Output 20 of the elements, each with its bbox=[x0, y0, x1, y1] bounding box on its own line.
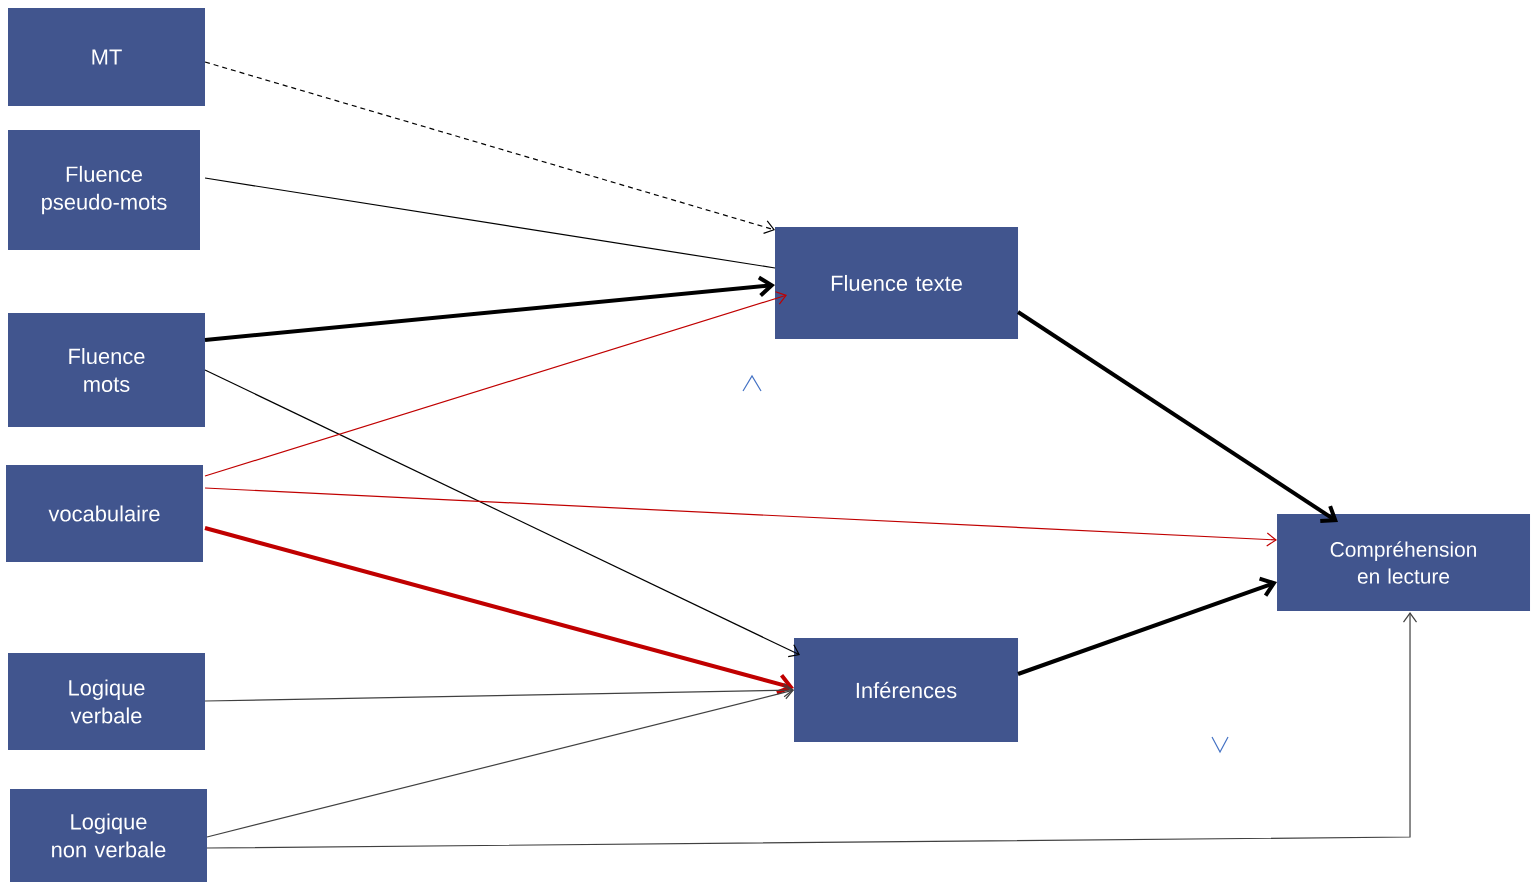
arrow bbox=[1017, 576, 1278, 676]
arrow bbox=[206, 612, 1418, 849]
process-box: Fluence mots bbox=[8, 313, 205, 427]
arrow bbox=[206, 685, 794, 838]
arrow bbox=[204, 487, 1277, 547]
process-box: Logique non verbale bbox=[10, 789, 207, 882]
arrow bbox=[204, 369, 800, 658]
arrow bbox=[1016, 310, 1338, 524]
arrow bbox=[204, 683, 794, 702]
process-box: Fluence pseudo-mots bbox=[8, 130, 200, 250]
process-box: Logique verbale bbox=[8, 653, 205, 750]
arrow bbox=[204, 275, 775, 342]
process-box: MT bbox=[8, 8, 205, 106]
process-box: Compréhension en lecture bbox=[1277, 514, 1530, 611]
arrow bbox=[204, 61, 775, 234]
arrow bbox=[204, 291, 787, 477]
arrow bbox=[204, 526, 794, 695]
process-box: vocabulaire bbox=[6, 465, 203, 562]
process-box: Fluence texte bbox=[775, 227, 1018, 339]
process-box: Inférences bbox=[794, 638, 1018, 742]
